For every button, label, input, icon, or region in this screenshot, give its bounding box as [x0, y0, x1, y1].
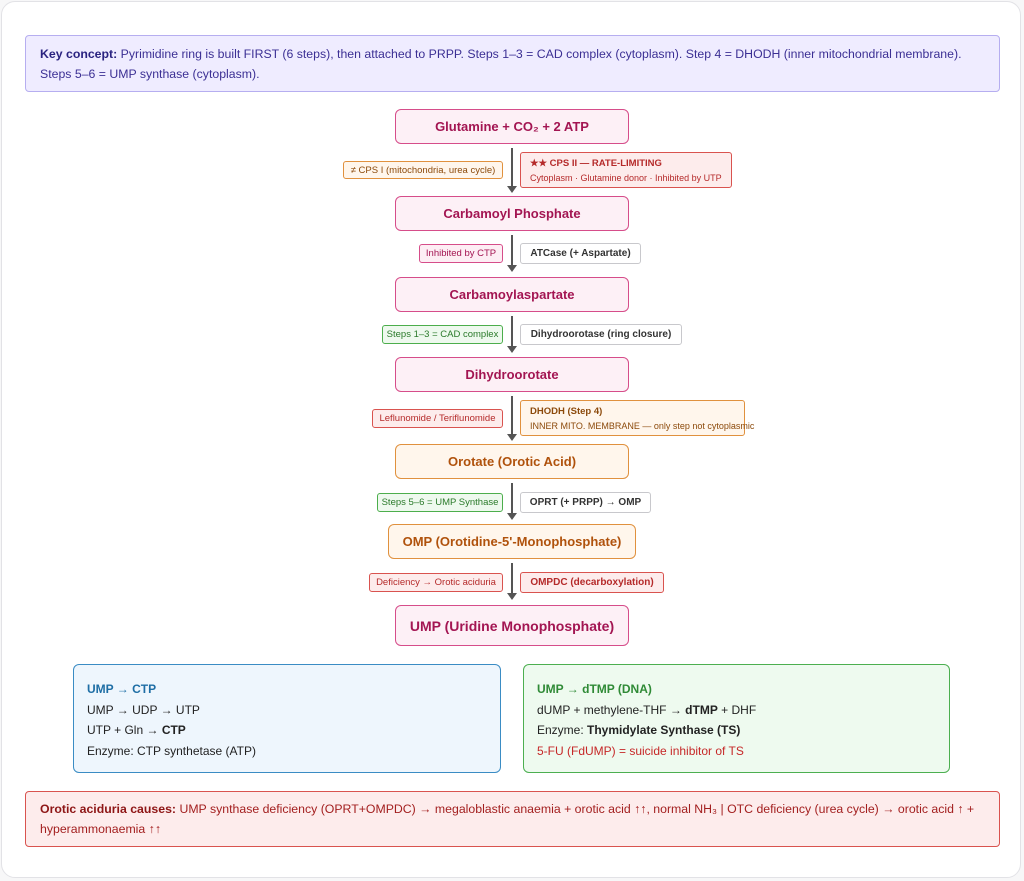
- step1-note-cps1: ≠ CPS I (mitochondria, urea cycle): [343, 161, 503, 179]
- step4-enzyme-sub: INNER MITO. MEMBRANE — only step not cyt…: [530, 421, 755, 431]
- step2-note-inhibited: Inhibited by CTP: [419, 244, 503, 263]
- step5-enzyme-oprt: OPRT (+ PRPP) → OMP: [520, 492, 651, 513]
- arrow-head-6: [507, 593, 517, 600]
- ctp-box: UMP → CTP UMP → UDP → UTP UTP + Gln → CT…: [73, 664, 501, 773]
- dtmp-box-line1-post: + DHF: [717, 702, 757, 717]
- step1-enzyme-cps2: ★★ CPS II — RATE-LIMITING Cytoplasm · Gl…: [520, 152, 732, 188]
- arrow-head-2: [507, 265, 517, 272]
- key-concept-label: Key concept:: [40, 47, 118, 61]
- arrow-head-3: [507, 346, 517, 353]
- ctp-box-line2-text: UTP + Gln →: [87, 723, 162, 737]
- node-glutamine: Glutamine + CO₂ + 2 ATP: [395, 109, 629, 144]
- ctp-box-title: UMP → CTP: [87, 682, 157, 696]
- arrow-head-4: [507, 434, 517, 441]
- step1-enzyme-sub: Cytoplasm · Glutamine donor · Inhibited …: [530, 173, 722, 183]
- ctp-box-line3: Enzyme: CTP synthetase (ATP): [87, 743, 256, 758]
- dtmp-box-line2-pre: Enzyme:: [537, 723, 588, 737]
- node-ump: UMP (Uridine Monophosphate): [395, 605, 629, 646]
- arrow-head-5: [507, 513, 517, 520]
- dtmp-box-title: UMP → dTMP (DNA): [537, 682, 652, 696]
- step4-enzyme-title: DHODH (Step 4): [530, 406, 603, 417]
- dtmp-box-line1: dUMP + methylene-THF → dTMP + DHF: [537, 700, 936, 721]
- orotic-aciduria-label: Orotic aciduria causes:: [40, 802, 177, 816]
- step4-enzyme-dhodh: DHODH (Step 4) INNER MITO. MEMBRANE — on…: [520, 400, 755, 436]
- key-concept-text: Pyrimidine ring is built FIRST (6 steps)…: [40, 47, 962, 81]
- step3-note-cad: Steps 1–3 = CAD complex: [382, 325, 503, 344]
- arrow-step-4: [511, 396, 513, 434]
- orotic-aciduria-text: UMP synthase deficiency (OPRT+OMPDC) → m…: [40, 802, 975, 836]
- arrow-step-2: [511, 235, 513, 265]
- step3-enzyme-dihydroorotase: Dihydroorotase (ring closure): [520, 324, 682, 345]
- node-carbamoylaspartate: Carbamoylaspartate: [395, 277, 629, 312]
- dtmp-box-line3: 5-FU (FdUMP) = suicide inhibitor of TS: [537, 743, 744, 758]
- dtmp-box-line2: Enzyme: Thymidylate Synthase (TS): [537, 720, 936, 741]
- arrow-step-5: [511, 483, 513, 513]
- step6-note-deficiency: Deficiency → Orotic aciduria: [369, 573, 503, 592]
- dtmp-box-line2-bold: Thymidylate Synthase (TS): [587, 723, 741, 737]
- step5-note-ump-synthase: Steps 5–6 = UMP Synthase: [377, 493, 503, 512]
- dtmp-box: UMP → dTMP (DNA) dUMP + methylene-THF → …: [523, 664, 950, 773]
- arrow-head-1: [507, 186, 517, 193]
- dtmp-box-line1-pre: dUMP + methylene-THF →: [537, 702, 686, 717]
- step4-note-leflunomide: Leflunomide / Teriflunomide: [372, 409, 503, 428]
- key-concept-box: Key concept: Pyrimidine ring is built FI…: [25, 35, 1000, 92]
- ctp-box-line1: UMP → UDP → UTP: [87, 702, 200, 717]
- node-orotate: Orotate (Orotic Acid): [395, 444, 629, 479]
- orotic-aciduria-box: Orotic aciduria causes: UMP synthase def…: [25, 791, 1000, 847]
- ctp-box-line2: UTP + Gln → CTP: [87, 720, 487, 741]
- step6-enzyme-ompdc: OMPDC (decarboxylation): [520, 572, 664, 593]
- step2-enzyme-atcase: ATCase (+ Aspartate): [520, 243, 641, 264]
- ctp-box-line2-bold: CTP: [161, 723, 186, 737]
- node-dihydroorotate: Dihydroorotate: [395, 357, 629, 392]
- dtmp-box-line1-bold: dTMP: [685, 702, 718, 717]
- arrow-step-1: [511, 148, 513, 186]
- step1-enzyme-title: ★★ CPS II — RATE-LIMITING: [530, 158, 662, 169]
- node-carbamoyl-phosphate: Carbamoyl Phosphate: [395, 196, 629, 231]
- node-omp: OMP (Orotidine-5'-Monophosphate): [388, 524, 636, 559]
- arrow-step-3: [511, 316, 513, 346]
- arrow-step-6: [511, 563, 513, 593]
